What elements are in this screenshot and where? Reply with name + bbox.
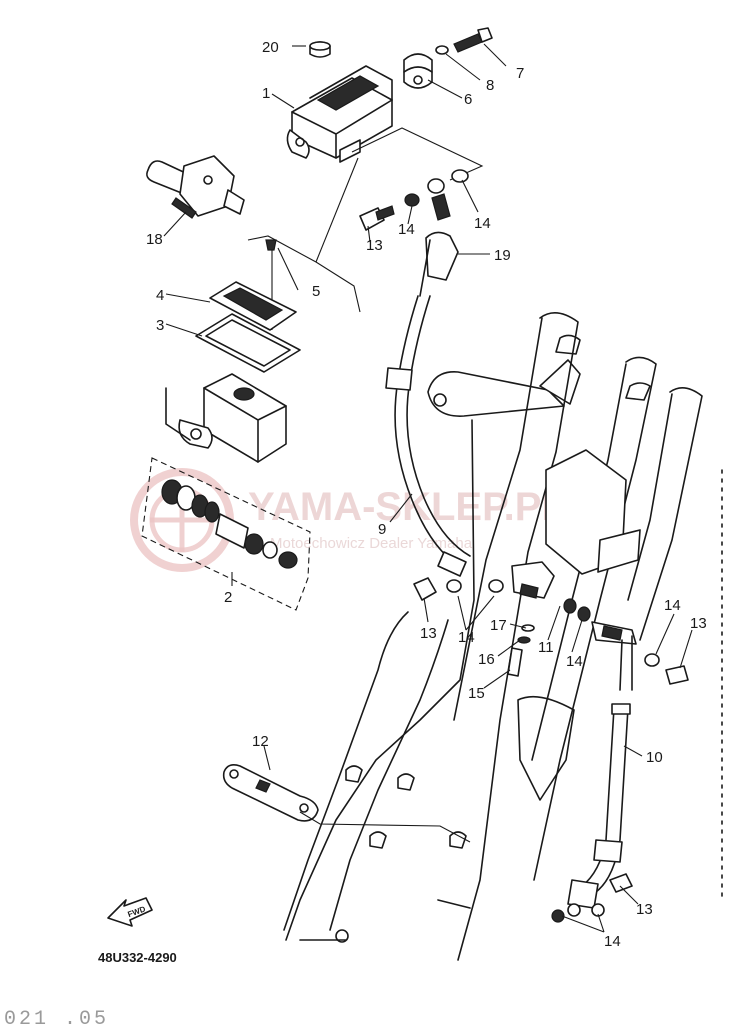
callout-14-top-right: 14 <box>474 215 491 232</box>
part-12-hose-stay <box>222 764 471 843</box>
callout-11: 11 <box>538 639 554 656</box>
part-7-bolt <box>453 27 493 53</box>
hose-holder-bracket <box>427 359 581 417</box>
part-8-washer <box>435 45 449 55</box>
callout-14-mid: 14 <box>458 629 475 646</box>
forward-arrow: FWD <box>107 897 153 927</box>
part-19-hose-fitting <box>419 193 459 297</box>
callout-15: 15 <box>468 685 485 702</box>
leader-lines <box>163 43 693 933</box>
callout-5: 5 <box>312 283 320 300</box>
part-1-master-cylinder-top <box>286 65 393 163</box>
watermark: YAMA-SKLEP.PL Motoechowicz Dealer Yamaha <box>130 468 566 572</box>
part-10-lower-brake-hose <box>567 703 631 909</box>
part-9-brake-hose <box>385 295 471 577</box>
callout-16: 16 <box>478 651 495 668</box>
part-13-banjo-bolt-bottom <box>609 873 633 893</box>
part-4-diaphragm-plate <box>209 281 297 331</box>
callout-2: 2 <box>224 589 232 606</box>
part-14-washer-far-right <box>644 653 660 667</box>
part-13-banjo-bolt-mid <box>413 577 437 601</box>
part-11-three-way-joint <box>511 561 555 599</box>
part-14-washers-right <box>563 598 591 622</box>
part-14-washers-bottom <box>551 903 605 923</box>
front-fork-outline <box>283 312 723 961</box>
callout-20: 20 <box>262 39 279 56</box>
footer-mark: 021 .05 <box>4 1008 109 1031</box>
callout-14-far-right: 14 <box>664 597 681 614</box>
callout-1: 1 <box>262 85 270 102</box>
callout-9: 9 <box>378 521 386 538</box>
watermark-subtitle: Motoechowicz Dealer Yamaha <box>270 535 473 552</box>
callout-6: 6 <box>464 91 472 108</box>
part-17-washer <box>521 624 535 632</box>
master-cylinder-body <box>165 373 287 463</box>
forward-arrow-icon <box>107 897 153 927</box>
part-13-banjo-bolt-top <box>359 205 395 231</box>
callout-7: 7 <box>516 65 524 82</box>
part-13-banjo-bolt-right <box>665 665 689 685</box>
callout-14-bottom: 14 <box>604 933 621 950</box>
callout-8: 8 <box>486 77 494 94</box>
part-14-washers-top <box>404 169 469 207</box>
callout-18: 18 <box>146 231 163 248</box>
callout-numbers: 20 1 6 7 8 18 13 14 14 19 5 4 3 9 2 13 1… <box>146 39 707 950</box>
callout-10: 10 <box>646 749 663 766</box>
callout-13-bottom: 13 <box>636 901 653 918</box>
part-18-switch <box>146 155 245 219</box>
callout-13-mid: 13 <box>420 625 437 642</box>
callout-17: 17 <box>490 617 507 634</box>
diagram-code: 48U332-4290 <box>98 950 177 965</box>
part-2-piston-kit <box>141 457 311 611</box>
part-3-diaphragm <box>195 313 301 373</box>
part-6-clamp <box>403 53 433 89</box>
part-16-spring-washer <box>517 636 531 644</box>
part-15-bolt <box>507 647 523 677</box>
callout-13-right: 13 <box>690 615 707 632</box>
part-hose-lower-fitting <box>591 621 637 691</box>
watermark-brand: YAMA-SKLEP.PL <box>248 485 566 529</box>
callout-4: 4 <box>156 287 164 304</box>
callout-12: 12 <box>252 733 269 750</box>
callout-19: 19 <box>494 247 511 264</box>
callout-13-top: 13 <box>366 237 383 254</box>
part-14-washers-mid <box>446 579 504 593</box>
callout-14-right: 14 <box>566 653 583 670</box>
part-20-cap <box>309 41 331 58</box>
callout-14-top-left: 14 <box>398 221 415 238</box>
callout-3: 3 <box>156 317 164 334</box>
